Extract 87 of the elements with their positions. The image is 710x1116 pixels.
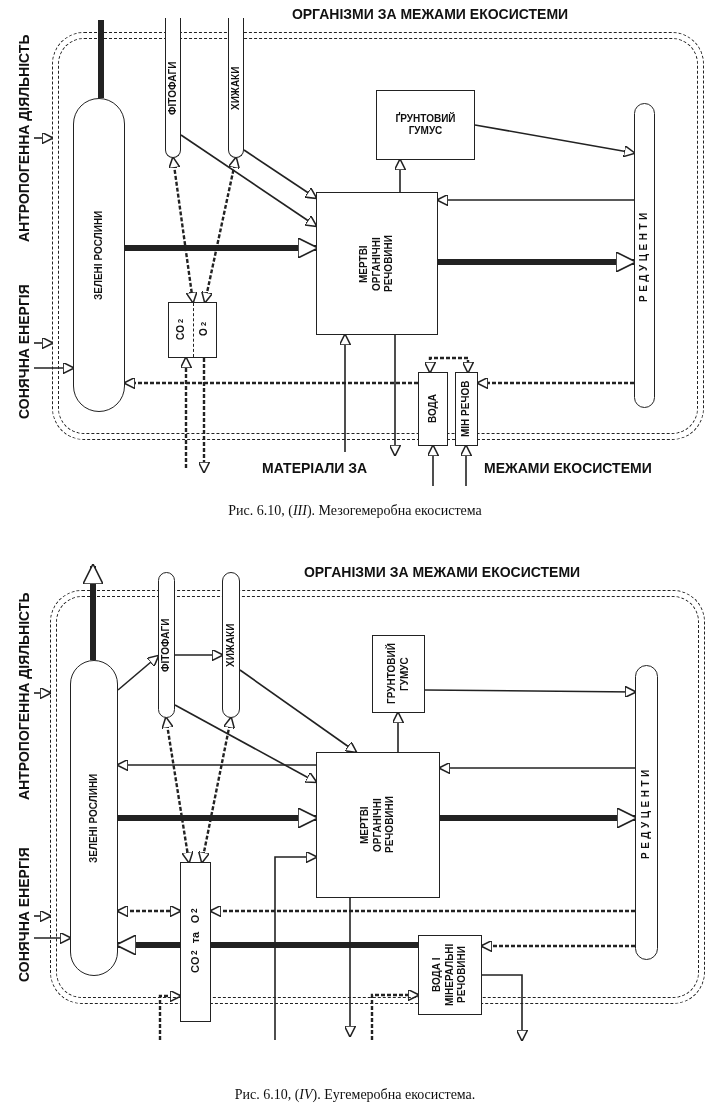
flow-arrow [33, 361, 75, 375]
flow-arrow [116, 904, 182, 918]
flow-arrow [459, 444, 473, 487]
flow-arrow [438, 761, 636, 775]
rounded-bar [634, 103, 655, 408]
node-label: РЕДУЦЕНТИ [640, 765, 653, 861]
heading-label: МЕЖАМИ ЕКОСИСТЕМИ [484, 459, 653, 478]
side-label: СОНЯЧНА ЕНЕРГІЯ [14, 825, 34, 1005]
connector-line [211, 942, 418, 948]
flow-arrow [474, 124, 636, 158]
process-box [316, 752, 440, 898]
flow-arrow [116, 758, 317, 772]
connector-line [98, 20, 104, 98]
node-label: ҐРУНТОВИЙ ГУМУС [394, 112, 457, 138]
flow-arrow [197, 358, 211, 474]
flow-arrow [200, 156, 241, 304]
heading-label: МАТЕРІАЛИ ЗА [262, 459, 369, 478]
flow-arrow [436, 193, 635, 207]
node-label: МЕРТВІ ОРГАНІЧНІ РЕЧОВИНИ [358, 234, 396, 294]
flow-arrow [423, 356, 475, 374]
flow-arrow [338, 333, 352, 453]
rounded-bar [73, 98, 125, 412]
flow-arrow [158, 989, 182, 1040]
flow-arrow [388, 334, 402, 457]
node-label: МІН РЕЧОВ [460, 379, 473, 440]
flow-arrow [391, 711, 405, 753]
flow-arrow [82, 563, 104, 660]
flow-arrow [197, 716, 236, 864]
process-box [180, 862, 211, 1022]
side-label: АНТРОПОГЕННА ДІЯЛЬНІСТЬ [14, 24, 34, 252]
rounded-bar [635, 665, 658, 960]
flow-arrow [239, 669, 358, 754]
side-label: АНТРОПОГЕННА ДІЯЛЬНІСТЬ [14, 582, 34, 810]
flow-arrow [426, 444, 440, 487]
flow-arrow [393, 158, 407, 193]
flow-arrow [209, 904, 635, 918]
process-box [455, 372, 478, 446]
node-label: ХИЖАКИ [224, 622, 237, 669]
flow-arrow [174, 704, 318, 784]
node-label: ЗЕЛЕНІ РОСЛИНИ [92, 209, 105, 302]
rounded-bar [158, 572, 175, 718]
process-box [418, 935, 482, 1015]
flow-arrow [180, 134, 318, 228]
flow-arrow [33, 931, 72, 945]
node-label: ФІТОФАГИ [166, 59, 179, 117]
node-label: РЕДУЦЕНТИ [638, 208, 651, 304]
node-label: ВОДА [426, 393, 439, 426]
process-box [168, 302, 217, 358]
flow-arrow [123, 376, 418, 390]
process-box [316, 192, 438, 335]
tube-shape [228, 18, 244, 158]
flow-arrow [33, 131, 54, 145]
process-box [376, 90, 475, 160]
node-label: ХИЖАКИ [229, 64, 242, 112]
flow-arrow [33, 336, 54, 350]
flow-arrow [424, 685, 637, 699]
flow-arrow [174, 648, 224, 662]
flow-arrow [343, 897, 357, 1038]
rounded-bar [222, 572, 240, 718]
flow-arrow [161, 716, 194, 864]
heading-label: ОРГАНІЗМИ ЗА МЕЖАМИ ЕКОСИСТЕМИ [290, 5, 570, 24]
flow-arrow [168, 156, 198, 304]
flow-arrow [179, 356, 193, 468]
side-label: СОНЯЧНА ЕНЕРГІЯ [14, 262, 34, 442]
node-label: ГРУНТОВИЙ ГУМУС [386, 642, 411, 707]
node-label: ФІТОФАГИ [160, 617, 173, 674]
flow-arrow [481, 974, 529, 1042]
heading-label: ОРГАНІЗМИ ЗА МЕЖАМИ ЕКОСИСТЕМИ [302, 563, 582, 582]
process-box [418, 372, 448, 446]
rounded-bar [70, 660, 118, 976]
flow-arrow [33, 686, 52, 700]
flow-arrow [33, 909, 52, 923]
flow-arrow [370, 988, 420, 1040]
figure-caption: Рис. 6.10, (III). Мезогемеробна екосистема [227, 502, 483, 520]
flow-arrow [117, 654, 160, 691]
node-label: ВОДА І МІНЕРАЛЬНІ РЕЧОВИНИ [431, 942, 469, 1009]
node-label: ЗЕЛЕНІ РОСЛИНИ [87, 772, 100, 865]
flow-arrow [274, 850, 318, 1041]
flow-arrow [476, 376, 634, 390]
ecosystem-boundary [52, 32, 704, 440]
tube-shape [165, 18, 181, 158]
flow-arrow [480, 939, 635, 953]
figure-caption: Рис. 6.10, (IV). Еугемеробна екосистема. [233, 1086, 477, 1104]
ecosystem-boundary [50, 590, 705, 1004]
node-label: МЕРТВІ ОРГАНІЧНІ РЕЧОВИНИ [359, 795, 397, 856]
process-box [372, 635, 425, 713]
flow-arrow [243, 149, 318, 200]
